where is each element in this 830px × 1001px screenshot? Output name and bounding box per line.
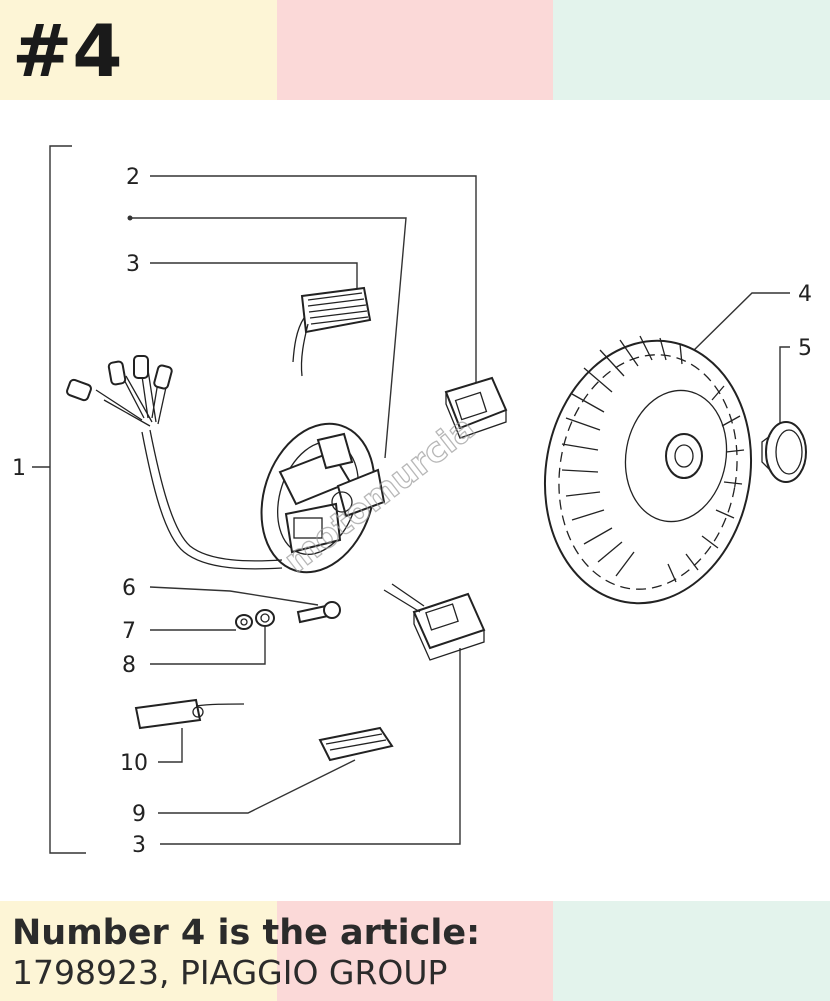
washer-part-8	[255, 609, 275, 627]
footer-band-green	[553, 901, 830, 1001]
callout-8: 8	[122, 653, 136, 678]
pad-part-9	[318, 726, 394, 762]
stator-assembly	[66, 355, 386, 574]
assembly-bracket	[32, 145, 86, 854]
coil-part-2	[444, 376, 508, 439]
callout-4: 4	[798, 282, 812, 307]
callout-10: 10	[120, 751, 148, 776]
callout-6: 6	[122, 576, 136, 601]
exploded-parts-diagram: motomurcia 1 2 3 3 4 5 6 7 8 9 10	[12, 145, 812, 858]
coil-part-3-lower	[383, 583, 486, 661]
footer-band-pink	[277, 901, 553, 1001]
screw-part-6	[296, 601, 341, 624]
callout-3-upper: 3	[126, 252, 140, 277]
callout-2: 2	[126, 165, 140, 190]
footer-band-yellow	[0, 901, 277, 1001]
flywheel-part-4	[543, 335, 753, 605]
callout-labels: 1 2 3 3 4 5 6 7 8 9 10	[12, 165, 812, 858]
callout-1: 1	[12, 456, 26, 481]
cap-part-5	[761, 421, 807, 483]
washer-part-7	[235, 614, 253, 630]
header-band	[0, 0, 830, 100]
header-band-green	[553, 0, 830, 100]
coil-part-3-upper	[292, 286, 372, 377]
leader-lines	[127, 175, 790, 845]
callout-5: 5	[798, 336, 812, 361]
header-band-yellow	[0, 0, 277, 100]
footer-band	[0, 901, 830, 1001]
callout-3-lower: 3	[132, 833, 146, 858]
article-caption-detail: 1798923, PIAGGIO GROUP	[12, 953, 448, 992]
callout-9: 9	[132, 802, 146, 827]
callout-7: 7	[122, 619, 136, 644]
article-caption-heading: Number 4 is the article:	[12, 913, 481, 953]
part-number-tag: #4	[12, 9, 123, 93]
pickup-part-10	[134, 698, 245, 730]
header-band-pink	[277, 0, 553, 100]
